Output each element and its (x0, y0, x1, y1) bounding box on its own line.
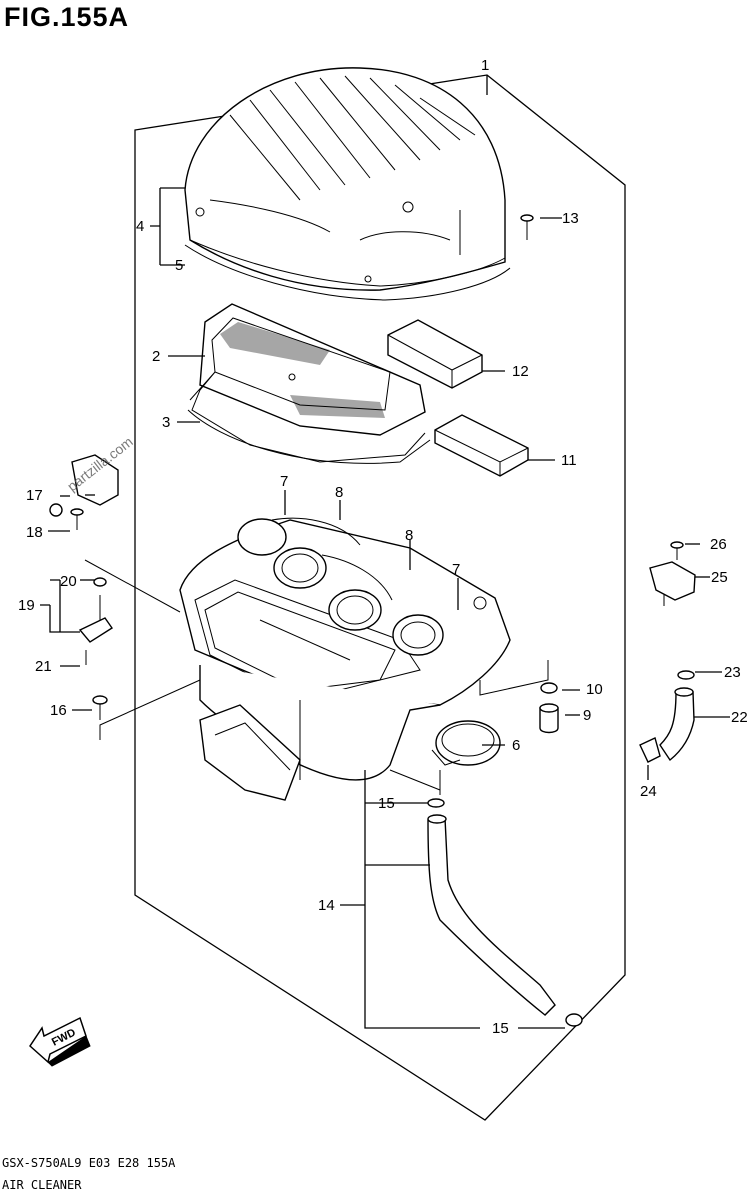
callout-7-right: 7 (452, 561, 460, 578)
air-cleaner-case (179, 517, 511, 801)
callout-4: 4 (136, 218, 144, 235)
clip-10 (540, 682, 558, 694)
foam-block-12 (387, 319, 483, 389)
callout-5: 5 (175, 257, 183, 274)
figure-title: FIG.155A (4, 2, 130, 32)
callout-15-top: 15 (378, 795, 395, 812)
callout-3: 3 (162, 414, 170, 431)
fwd-arrow: FWD (29, 1016, 91, 1067)
assembly-outline (134, 74, 626, 1121)
callout-21: 21 (35, 658, 52, 675)
callout-14: 14 (318, 897, 335, 914)
screw-13 (520, 214, 534, 240)
callout-1: 1 (481, 57, 489, 74)
callout-labels: 1 2 3 4 5 6 7 8 8 7 9 10 11 12 13 14 15 … (18, 57, 748, 1037)
callout-24: 24 (640, 783, 657, 800)
sensor-17 (49, 454, 119, 530)
cover-part (184, 67, 511, 301)
callout-12: 12 (512, 363, 529, 380)
filter-element-part (187, 303, 431, 464)
hose-22 (639, 670, 695, 763)
callout-8-right: 8 (405, 527, 413, 544)
callout-8-left: 8 (335, 484, 343, 501)
callout-26: 26 (710, 536, 727, 553)
callout-18: 18 (26, 524, 43, 541)
callout-10: 10 (586, 681, 603, 698)
callout-15-bottom: 15 (492, 1020, 509, 1037)
footer-name: AIR CLEANER (2, 1178, 82, 1192)
callout-17: 17 (26, 487, 43, 504)
clamp-6 (431, 720, 501, 766)
callout-2: 2 (152, 348, 160, 365)
sensor-25 (649, 541, 696, 606)
callout-6: 6 (512, 737, 520, 754)
callout-22: 22 (731, 709, 748, 726)
callout-23: 23 (724, 664, 741, 681)
callout-25: 25 (711, 569, 728, 586)
callout-7-left: 7 (280, 473, 288, 490)
leader-lines (40, 75, 730, 1029)
callout-13: 13 (562, 210, 579, 227)
callout-9: 9 (583, 707, 591, 724)
drain-hose-14 (427, 798, 583, 1027)
bolt-16 (92, 695, 108, 720)
callout-20: 20 (60, 573, 77, 590)
foam-block-11 (434, 414, 529, 477)
callout-19: 19 (18, 597, 35, 614)
bracket-19 (78, 577, 113, 665)
callout-11: 11 (561, 452, 577, 469)
cap-9 (539, 703, 559, 734)
footer-code: GSX-S750AL9 E03 E28 155A (2, 1156, 176, 1170)
callout-16: 16 (50, 702, 67, 719)
